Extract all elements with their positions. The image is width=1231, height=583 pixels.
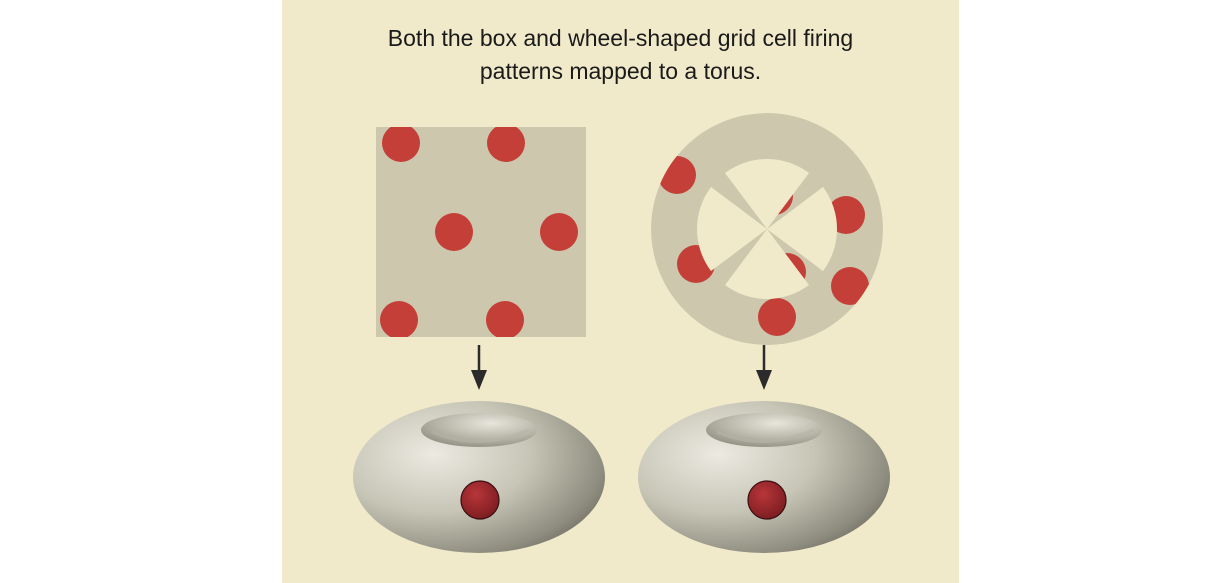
- box-firing-fields: [380, 127, 578, 337]
- torus-firing-field: [747, 480, 787, 520]
- figure-panel: Both the box and wheel-shaped grid cell …: [282, 0, 959, 583]
- caption-line-1: Both the box and wheel-shaped grid cell …: [387, 25, 854, 51]
- wheel-firing-fields: [658, 156, 869, 336]
- firing-field: [435, 213, 473, 251]
- firing-field: [827, 196, 865, 234]
- firing-field: [487, 127, 525, 162]
- torus-firing-field: [460, 480, 500, 520]
- box-environment: [376, 127, 586, 337]
- figure-caption: Both the box and wheel-shaped grid cell …: [282, 22, 959, 88]
- firing-field: [382, 127, 420, 162]
- wheel-environment: [651, 113, 883, 345]
- firing-field: [758, 298, 796, 336]
- firing-field: [540, 213, 578, 251]
- firing-field: [768, 253, 806, 291]
- caption-line-2: patterns mapped to a torus.: [479, 58, 762, 84]
- firing-field: [486, 301, 524, 337]
- wheel-arena: [651, 113, 883, 345]
- grid-cell-torus-diagram: [282, 0, 959, 583]
- firing-field: [658, 156, 696, 194]
- torus-right: [638, 401, 890, 553]
- torus-left: [353, 401, 605, 553]
- firing-field: [831, 267, 869, 305]
- firing-field: [755, 177, 793, 215]
- firing-field: [677, 245, 715, 283]
- firing-field: [380, 301, 418, 337]
- arrow-wheel-to-torus: [756, 345, 772, 390]
- arrow-box-to-torus: [471, 345, 487, 390]
